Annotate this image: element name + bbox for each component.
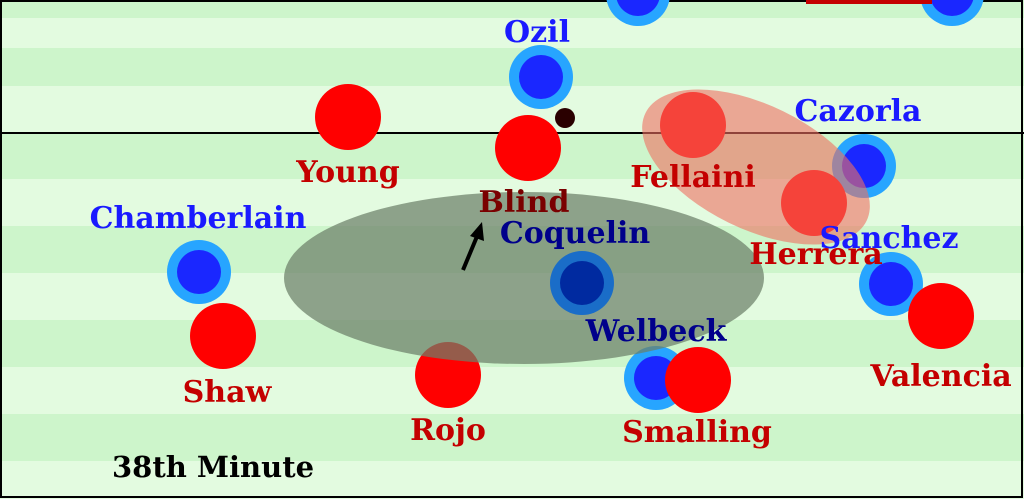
pitch-stripe (0, 461, 1024, 499)
rojo-label: Rojo (410, 413, 486, 448)
coquelin-marker (560, 261, 604, 305)
ozil-label: Ozil (504, 15, 570, 50)
welbeck-label: Welbeck (585, 314, 728, 349)
chamberlain-marker (177, 250, 221, 294)
fellaini-label: Fellaini (630, 160, 756, 195)
coquelin-label: Coquelin (500, 216, 651, 251)
ball-marker (555, 108, 575, 128)
sanchez-label: Sanchez (819, 221, 958, 256)
movement-arrow-head (470, 222, 484, 241)
young-marker (315, 84, 381, 150)
movement-arrow (461, 222, 484, 271)
pitch-stripe (0, 0, 1024, 18)
smalling-marker (665, 347, 731, 413)
pink-press-zone (642, 89, 870, 245)
pitch-stripe (0, 414, 1024, 461)
pitch-stripe (0, 367, 1024, 414)
movement-arrow-shaft (461, 233, 480, 271)
ozil-marker (519, 55, 563, 99)
shaw-label: Shaw (183, 375, 273, 410)
minute-caption: 38th Minute (112, 450, 314, 484)
arsenal-player-offscreen-marker (930, 0, 974, 16)
blind-label: Blind (479, 185, 570, 220)
pitch-stripe (0, 18, 1024, 48)
cazorla-label: Cazorla (794, 94, 921, 129)
player-labels: Ozil Cazorla Young Fellaini Blind Chambe… (90, 15, 1012, 450)
arsenal-player-offscreen-marker (616, 0, 660, 16)
grey-space-zone (284, 192, 764, 364)
herrera-label: Herrera (749, 237, 882, 272)
blind-marker (495, 115, 561, 181)
valencia-marker (908, 283, 974, 349)
smalling-label: Smalling (622, 415, 772, 450)
chamberlain-label: Chamberlain (90, 201, 307, 236)
offscreen-label-fragment (806, 0, 932, 4)
sanchez-marker (869, 262, 913, 306)
shaw-marker (190, 303, 256, 369)
valencia-label: Valencia (869, 359, 1011, 394)
young-label: Young (295, 155, 399, 190)
